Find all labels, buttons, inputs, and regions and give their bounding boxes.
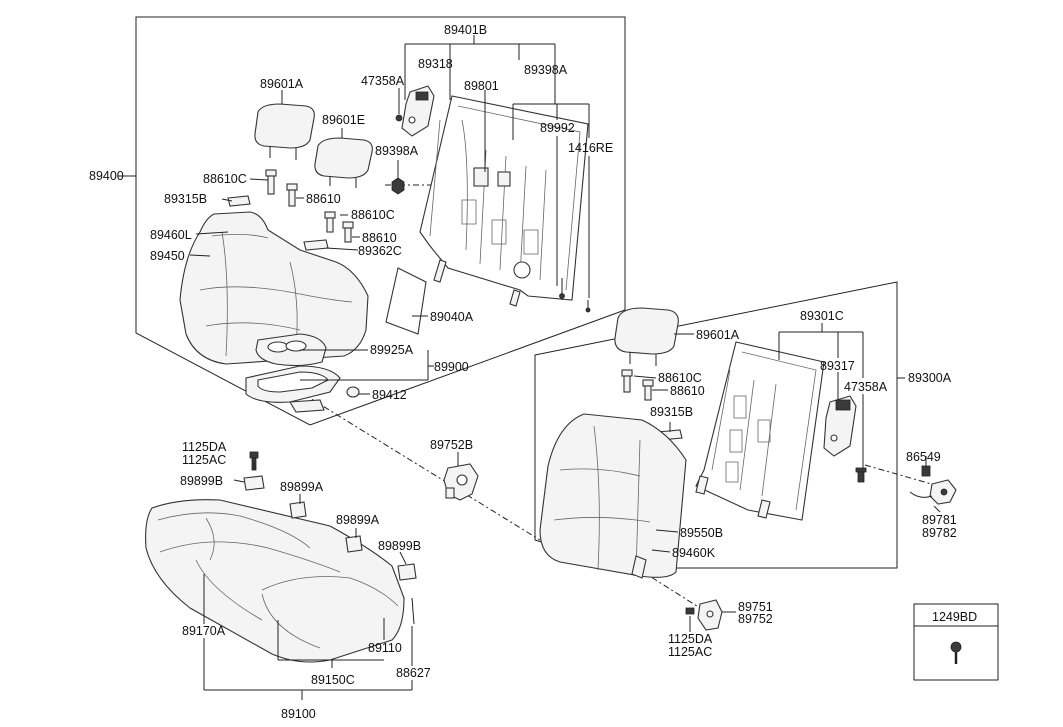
callout-89318: 89318: [418, 57, 453, 71]
callout-89601A: 89601A: [696, 328, 740, 342]
callout-88627: 88627: [396, 666, 431, 680]
callout-89362C: 89362C: [358, 244, 402, 258]
connector-line: [639, 569, 701, 609]
bushing-89412: [346, 386, 360, 398]
screw-86549: [921, 465, 931, 477]
headrest-89601E: [314, 137, 373, 188]
callout-89550B: 89550B: [680, 526, 723, 540]
armrest-89900: [245, 333, 341, 413]
callout-89040A: 89040A: [430, 310, 474, 324]
clip-89899B-2: [397, 563, 417, 581]
callout-89899B: 89899B: [180, 474, 223, 488]
pin-88627: [411, 597, 415, 625]
callout-89751: 89751: [738, 600, 773, 614]
callout-1249BD: 1249BD: [932, 610, 977, 624]
callout-89450: 89450: [150, 249, 185, 263]
connector-line: [299, 391, 541, 541]
callout-88610C: 88610C: [351, 208, 395, 222]
callout-89899B: 89899B: [378, 539, 421, 553]
callout-89315B: 89315B: [164, 192, 207, 206]
callout-89315B: 89315B: [650, 405, 693, 419]
callout-88610: 88610: [362, 231, 397, 245]
screw-icon: [950, 641, 962, 653]
callout-89781: 89781: [922, 513, 957, 527]
clip-89899B-1: [243, 475, 265, 491]
callout-89300A: 89300A: [908, 371, 952, 385]
callout-89782: 89782: [922, 526, 957, 540]
callout-89925A: 89925A: [370, 343, 414, 357]
bracket-89751: [685, 599, 723, 631]
callout-89150C: 89150C: [311, 673, 355, 687]
callout-89412: 89412: [372, 388, 407, 402]
latch-89318: [401, 85, 435, 137]
backrest-right-group-outline: [534, 281, 898, 569]
callout-1125DA: 1125DA: [668, 632, 713, 646]
clip-89899A-2: [345, 535, 363, 553]
callout-89601E: 89601E: [322, 113, 365, 127]
callout-1416RE: 1416RE: [568, 141, 613, 155]
callout-88610C: 88610C: [203, 172, 247, 186]
legend-box-1249BD: [913, 603, 999, 681]
backrest-cushion-left: [179, 211, 369, 365]
callout-89460L: 89460L: [150, 228, 192, 242]
nut-89398A: [391, 177, 405, 195]
callout-89110: 89110: [368, 641, 402, 655]
headrest-89601A-left: [254, 103, 315, 160]
bracket-89752B: [443, 463, 479, 501]
headrest-89601A-right: [614, 307, 679, 366]
cover-89040A: [385, 267, 427, 335]
callout-89601A: 89601A: [260, 77, 304, 91]
callout-88610: 88610: [306, 192, 341, 206]
callout-labels: 89401B 89318 47358A 89801 89398A 89601A …: [89, 23, 977, 721]
callout-88610: 88610: [670, 384, 705, 398]
backrest-cushion-right: [539, 413, 687, 579]
callout-89900: 89900: [434, 360, 469, 374]
connector-line: [864, 464, 936, 486]
callout-1125AC: 1125AC: [182, 453, 226, 467]
handle-89781: [909, 479, 957, 505]
callout-89301C: 89301C: [800, 309, 844, 323]
callout-89899A: 89899A: [280, 480, 324, 494]
leader-lines: [118, 35, 941, 700]
callout-88610C: 88610C: [658, 371, 702, 385]
callout-89899A: 89899A: [336, 513, 380, 527]
latch-89317: [823, 395, 857, 457]
callout-89801: 89801: [464, 79, 499, 93]
callout-86549: 86549: [906, 450, 941, 464]
backrest-left-group-outline: [135, 16, 626, 426]
callout-89460K: 89460K: [672, 546, 716, 560]
callout-89100: 89100: [281, 707, 316, 721]
callout-89401B: 89401B: [444, 23, 487, 37]
callout-1125AC: 1125AC: [668, 645, 712, 659]
seat-cushion-89100: [145, 499, 405, 663]
callout-89752B: 89752B: [430, 438, 473, 452]
callout-47358A: 47358A: [844, 380, 888, 394]
callout-89398A: 89398A: [524, 63, 568, 77]
clip-89899A-1: [289, 501, 307, 519]
backrest-frame-89301C: [695, 341, 825, 521]
bolt-47358A-right: [855, 467, 867, 483]
callout-1125DA: 1125DA: [182, 440, 227, 454]
callout-89752: 89752: [738, 612, 773, 626]
callout-89992: 89992: [540, 121, 575, 135]
callout-89400: 89400: [89, 169, 124, 183]
callout-89170A: 89170A: [182, 624, 226, 638]
bolt-47358A-left: [395, 114, 403, 122]
headrest-guides-left: [227, 169, 354, 275]
callout-89317: 89317: [820, 359, 855, 373]
callout-89398A: 89398A: [375, 144, 419, 158]
backrest-frame-89401B: [419, 95, 589, 307]
callout-47358A: 47358A: [361, 74, 405, 88]
